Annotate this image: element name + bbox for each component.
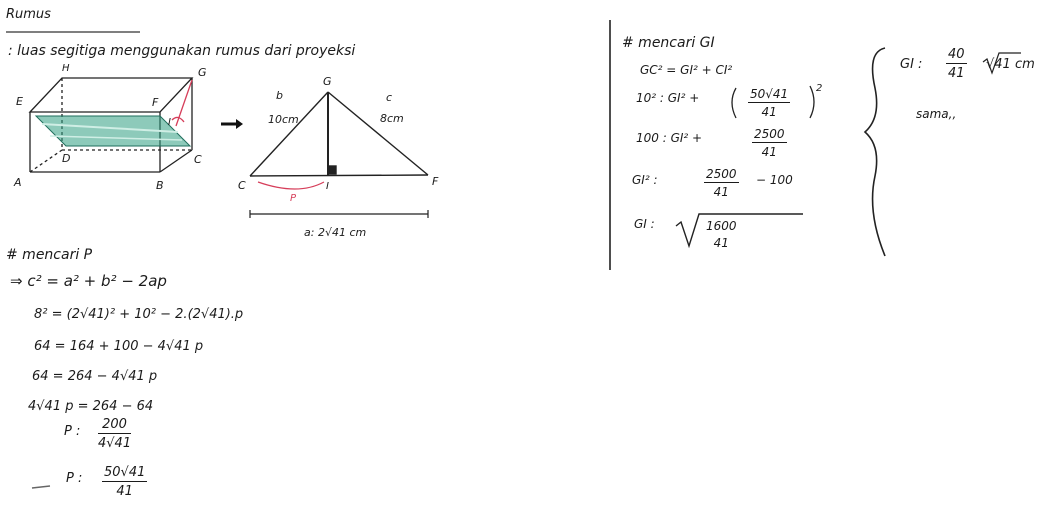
p2-fraction: 50√41 41 (102, 465, 148, 499)
label-i-box: I (168, 117, 171, 128)
right-l2-fraction: 50√41 41 (748, 87, 791, 119)
tri-label-p: P (290, 193, 297, 204)
right-l4-den: 41 (713, 185, 729, 199)
tri-base-label: a: 2√41 cm (304, 226, 367, 239)
right-l2-exp: 2 (816, 83, 823, 94)
result-fraction: 40 41 (946, 48, 967, 80)
label-d: D (62, 152, 71, 165)
tri-label-g: G (323, 75, 332, 88)
p2-num: 50√41 (102, 465, 148, 482)
right-l5-num: 1600 (706, 219, 737, 233)
label-e: E (16, 95, 23, 108)
red-marks (171, 79, 193, 127)
stray-dash (31, 485, 51, 489)
p-arc (257, 181, 325, 190)
right-l3-lhs: 100 : GI² + (636, 131, 703, 145)
p2-den: 41 (116, 484, 133, 499)
cuboid-diagram (28, 77, 194, 173)
p2-lhs: P : (66, 471, 83, 486)
paren-left (731, 87, 737, 119)
right-l4-fraction: 2500 41 (704, 168, 739, 198)
label-g: G (198, 66, 207, 79)
right-l5-fraction: 1600 41 (704, 220, 739, 249)
result-note: sama,, (916, 107, 957, 121)
right-l3-fraction: 2500 41 (752, 128, 787, 158)
right-l3-num: 2500 (752, 127, 787, 143)
tri-side-left: 10cm (268, 113, 299, 126)
right-l4-rhs: − 100 (756, 173, 793, 187)
right-l5-lhs: GI : (634, 217, 655, 231)
p1-fraction: 200 4√41 (98, 418, 132, 451)
intro-text: : luas segitiga menggunakan rumus dari p… (8, 43, 356, 59)
left-line-5: 4√41 p = 264 − 64 (28, 399, 154, 414)
right-l2-lhs: 10² : GI² + (636, 91, 700, 105)
result-sqrt (982, 52, 1021, 75)
triangle-diagram (249, 91, 429, 177)
result-rhs: √41 cm (986, 57, 1035, 72)
label-b: B (156, 179, 164, 192)
tri-label-b: b (276, 89, 283, 102)
arrow-icon (221, 119, 243, 129)
tri-label-c-side: c (386, 91, 393, 104)
right-l4-lhs: GI² : (632, 173, 658, 187)
tri-label-i: I (326, 181, 329, 192)
result-num: 40 (946, 47, 967, 64)
label-f: F (152, 96, 159, 109)
base-dimension (249, 210, 429, 218)
sqrt-sign (675, 213, 803, 249)
page-title: Rumus (6, 7, 51, 22)
label-c: C (194, 153, 202, 166)
left-line-3: 64 = 164 + 100 − 4√41 p (34, 339, 204, 354)
right-line-1: GC² = GI² + CI² (640, 63, 733, 77)
tri-side-right: 8cm (380, 112, 404, 125)
left-line-1: ⇒ c² = a² + b² − 2ap (10, 272, 167, 290)
label-h: H (62, 63, 70, 74)
result-den: 41 (948, 66, 965, 81)
right-heading: # mencari GI (622, 35, 715, 51)
right-l4-num: 2500 (704, 167, 739, 183)
p1-lhs: P : (64, 424, 81, 439)
paren-right (809, 85, 815, 119)
curly-brace (863, 47, 886, 257)
result-lhs: GI : (900, 57, 923, 72)
right-l5-den: 41 (713, 236, 729, 250)
label-a: A (14, 176, 22, 189)
p1-den: 4√41 (98, 436, 132, 451)
tri-label-c: C (238, 179, 246, 192)
tri-label-f: F (432, 175, 439, 188)
right-l3-den: 41 (761, 145, 777, 159)
left-heading: # mencari P (6, 247, 93, 263)
left-line-2: 8² = (2√41)² + 10² − 2.(2√41).p (34, 307, 244, 322)
right-l2-den: 41 (761, 105, 777, 119)
p1-num: 200 (98, 418, 132, 434)
left-line-4: 64 = 264 − 4√41 p (32, 369, 158, 384)
right-l2-num: 50√41 (748, 87, 791, 103)
